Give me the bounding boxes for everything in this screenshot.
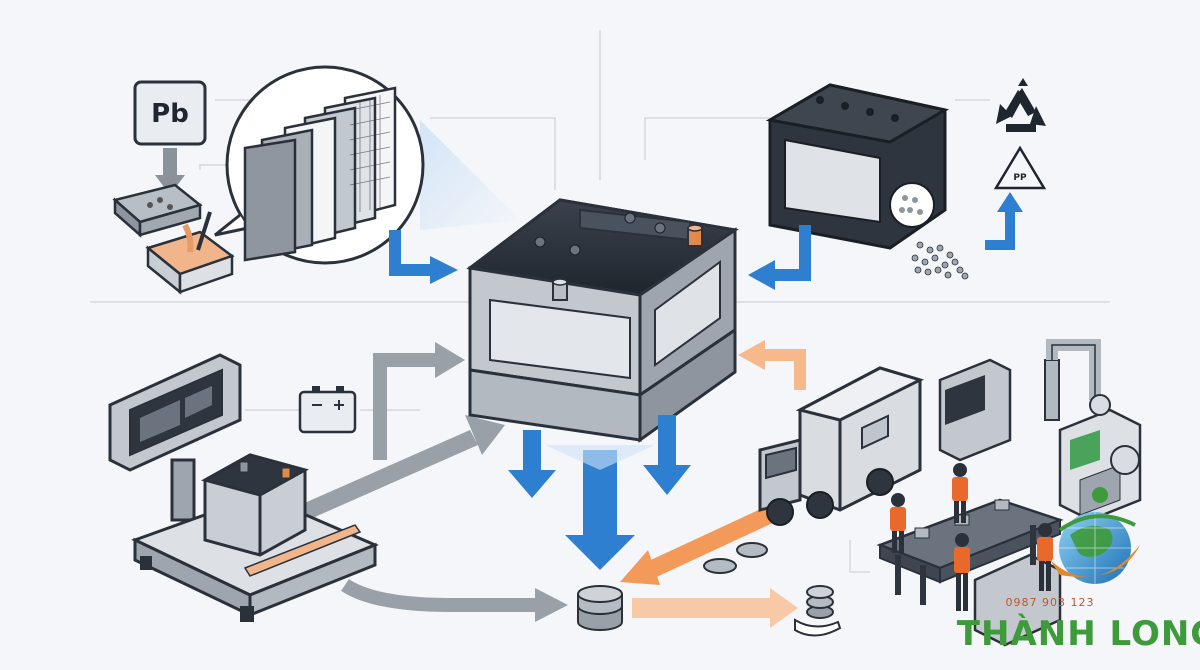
magnifier-beam: [420, 120, 520, 230]
hand-coins-icon: [794, 585, 842, 637]
logo-phone: 0987 903 123: [1006, 596, 1095, 609]
recycle-icon: [996, 78, 1046, 132]
pp-label: PP: [1013, 173, 1027, 183]
blue-down-arrows: [508, 415, 691, 570]
recycled-battery: [765, 83, 950, 250]
scale-battery: [201, 453, 309, 557]
workers: [890, 463, 1053, 611]
coins-icon: [577, 542, 768, 631]
lead-ingot-icon: Pb: [133, 80, 207, 146]
lead-symbol-label: Pb: [151, 99, 189, 129]
orange-arrows: [620, 340, 806, 628]
brand-logo: 0987 903 123 THÀNH LONG: [957, 512, 1200, 654]
plastic-pellets: [911, 241, 969, 280]
smelting-pot-icon: [112, 183, 235, 295]
pellet-to-pp-arrow: [985, 192, 1023, 250]
pp-recycle-icon: PP: [993, 145, 1047, 190]
battery-to-center-arrow: [748, 225, 811, 290]
truck-icon: [758, 366, 925, 526]
gray-arrows: [300, 342, 568, 622]
battery-small-icon: [298, 386, 357, 434]
battery-plates-icon: [214, 65, 425, 265]
plates-to-battery-arrow: [389, 230, 458, 284]
central-battery: [466, 198, 739, 443]
globe-logo-icon: [1050, 512, 1140, 584]
logo-brand-name: THÀNH LONG: [957, 613, 1200, 654]
factory-icon: [876, 339, 1142, 647]
